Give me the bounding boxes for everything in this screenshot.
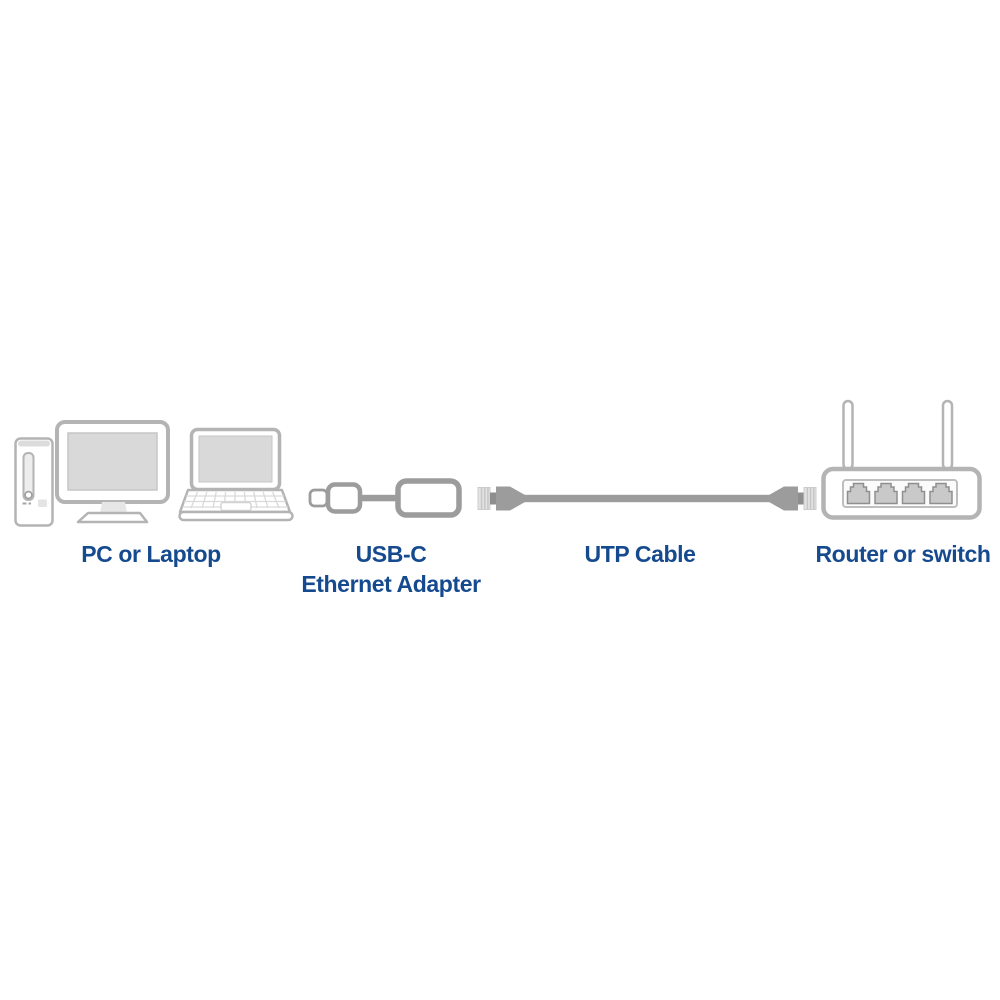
monitor-stand-neck — [100, 502, 127, 513]
adapter-label: USB-C Ethernet Adapter — [291, 539, 491, 599]
router-label-text: Router or switch — [815, 541, 991, 567]
rj45-plug-body — [769, 486, 798, 511]
adapter-label-line1: USB-C — [355, 541, 427, 567]
usb-c-plug — [308, 488, 329, 508]
ethernet-port — [901, 482, 926, 505]
rj45-connector-left — [477, 486, 525, 511]
tower-top-panel — [18, 440, 50, 447]
rj45-shaft — [490, 492, 496, 505]
rj45-contact-stripe — [809, 488, 812, 509]
usb-c-ethernet-adapter-icon — [308, 478, 462, 518]
cable-label: UTP Cable — [540, 539, 740, 569]
monitor-stand-base — [76, 511, 149, 524]
rj45-contact-stripe — [480, 488, 483, 509]
adapter-label-line2: Ethernet Adapter — [301, 571, 481, 597]
rj45-contact-stripe — [813, 488, 815, 509]
tower-vent-mark — [28, 502, 31, 505]
cable-label-text: UTP Cable — [584, 541, 696, 567]
laptop-icon — [178, 427, 294, 522]
ethernet-port — [846, 482, 871, 505]
rj45-contact-stripe — [484, 488, 486, 509]
desktop-tower-icon — [14, 437, 54, 527]
rj45-shaft — [798, 492, 804, 505]
adapter-cable — [360, 494, 398, 502]
rj45-plug-body — [496, 486, 525, 511]
ethernet-port — [929, 482, 953, 505]
rj45-connector-right — [769, 486, 817, 511]
pc-label: PC or Laptop — [51, 539, 251, 569]
tower-drive-slot — [22, 452, 35, 501]
monitor-screen — [67, 432, 158, 491]
utp-cable-icon — [477, 486, 817, 511]
pc-label-text: PC or Laptop — [81, 541, 221, 567]
laptop-bottom-edge — [178, 510, 294, 522]
router-port-group — [846, 482, 953, 505]
router-port-panel — [842, 479, 958, 508]
tower-badge — [38, 499, 47, 507]
router-antenna-left — [842, 399, 854, 471]
usb-c-connector-housing — [325, 482, 363, 514]
rj45-contact-stripe — [487, 488, 489, 509]
tower-vent-mark — [22, 502, 27, 505]
adapter-body — [395, 478, 462, 518]
laptop-touchpad — [220, 501, 252, 512]
router-label: Router or switch — [803, 539, 1000, 569]
router-icon — [821, 399, 982, 520]
laptop-screen — [198, 435, 273, 483]
router-antenna-right — [941, 399, 954, 471]
tower-power-button — [24, 490, 33, 500]
ethernet-port — [874, 482, 898, 505]
cable-line — [523, 494, 771, 503]
monitor-icon — [55, 420, 170, 524]
rj45-contact-stripe — [806, 488, 809, 509]
